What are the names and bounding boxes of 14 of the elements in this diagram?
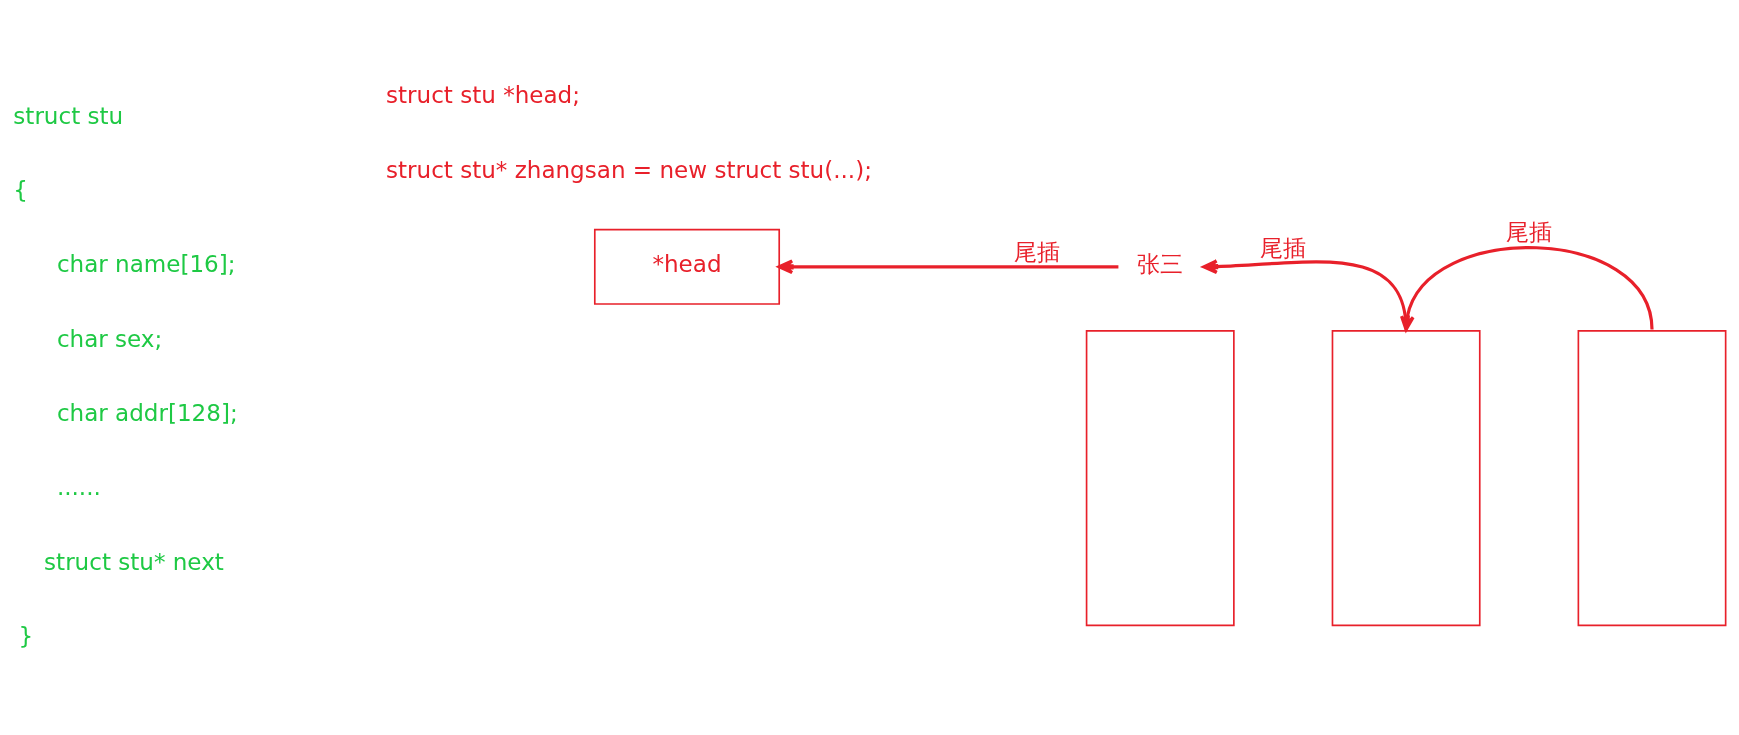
- edge-label: 尾插: [1014, 238, 1061, 265]
- label: }: [18, 622, 34, 649]
- label: struct stu* next: [44, 548, 224, 575]
- edge-label: 尾插: [1260, 234, 1307, 261]
- label: char addr[128];: [56, 399, 238, 426]
- label: char name[16];: [56, 250, 236, 277]
- label: struct stu: [13, 102, 124, 129]
- label: ......: [56, 473, 101, 500]
- label: struct stu *head;: [386, 81, 580, 108]
- label: {: [13, 176, 29, 203]
- node-text: 张三: [1137, 250, 1184, 277]
- label: char sex;: [56, 325, 163, 352]
- edge-label: 尾插: [1506, 218, 1553, 245]
- label: struct stu* zhangsan = new struct stu(...);: [386, 156, 872, 183]
